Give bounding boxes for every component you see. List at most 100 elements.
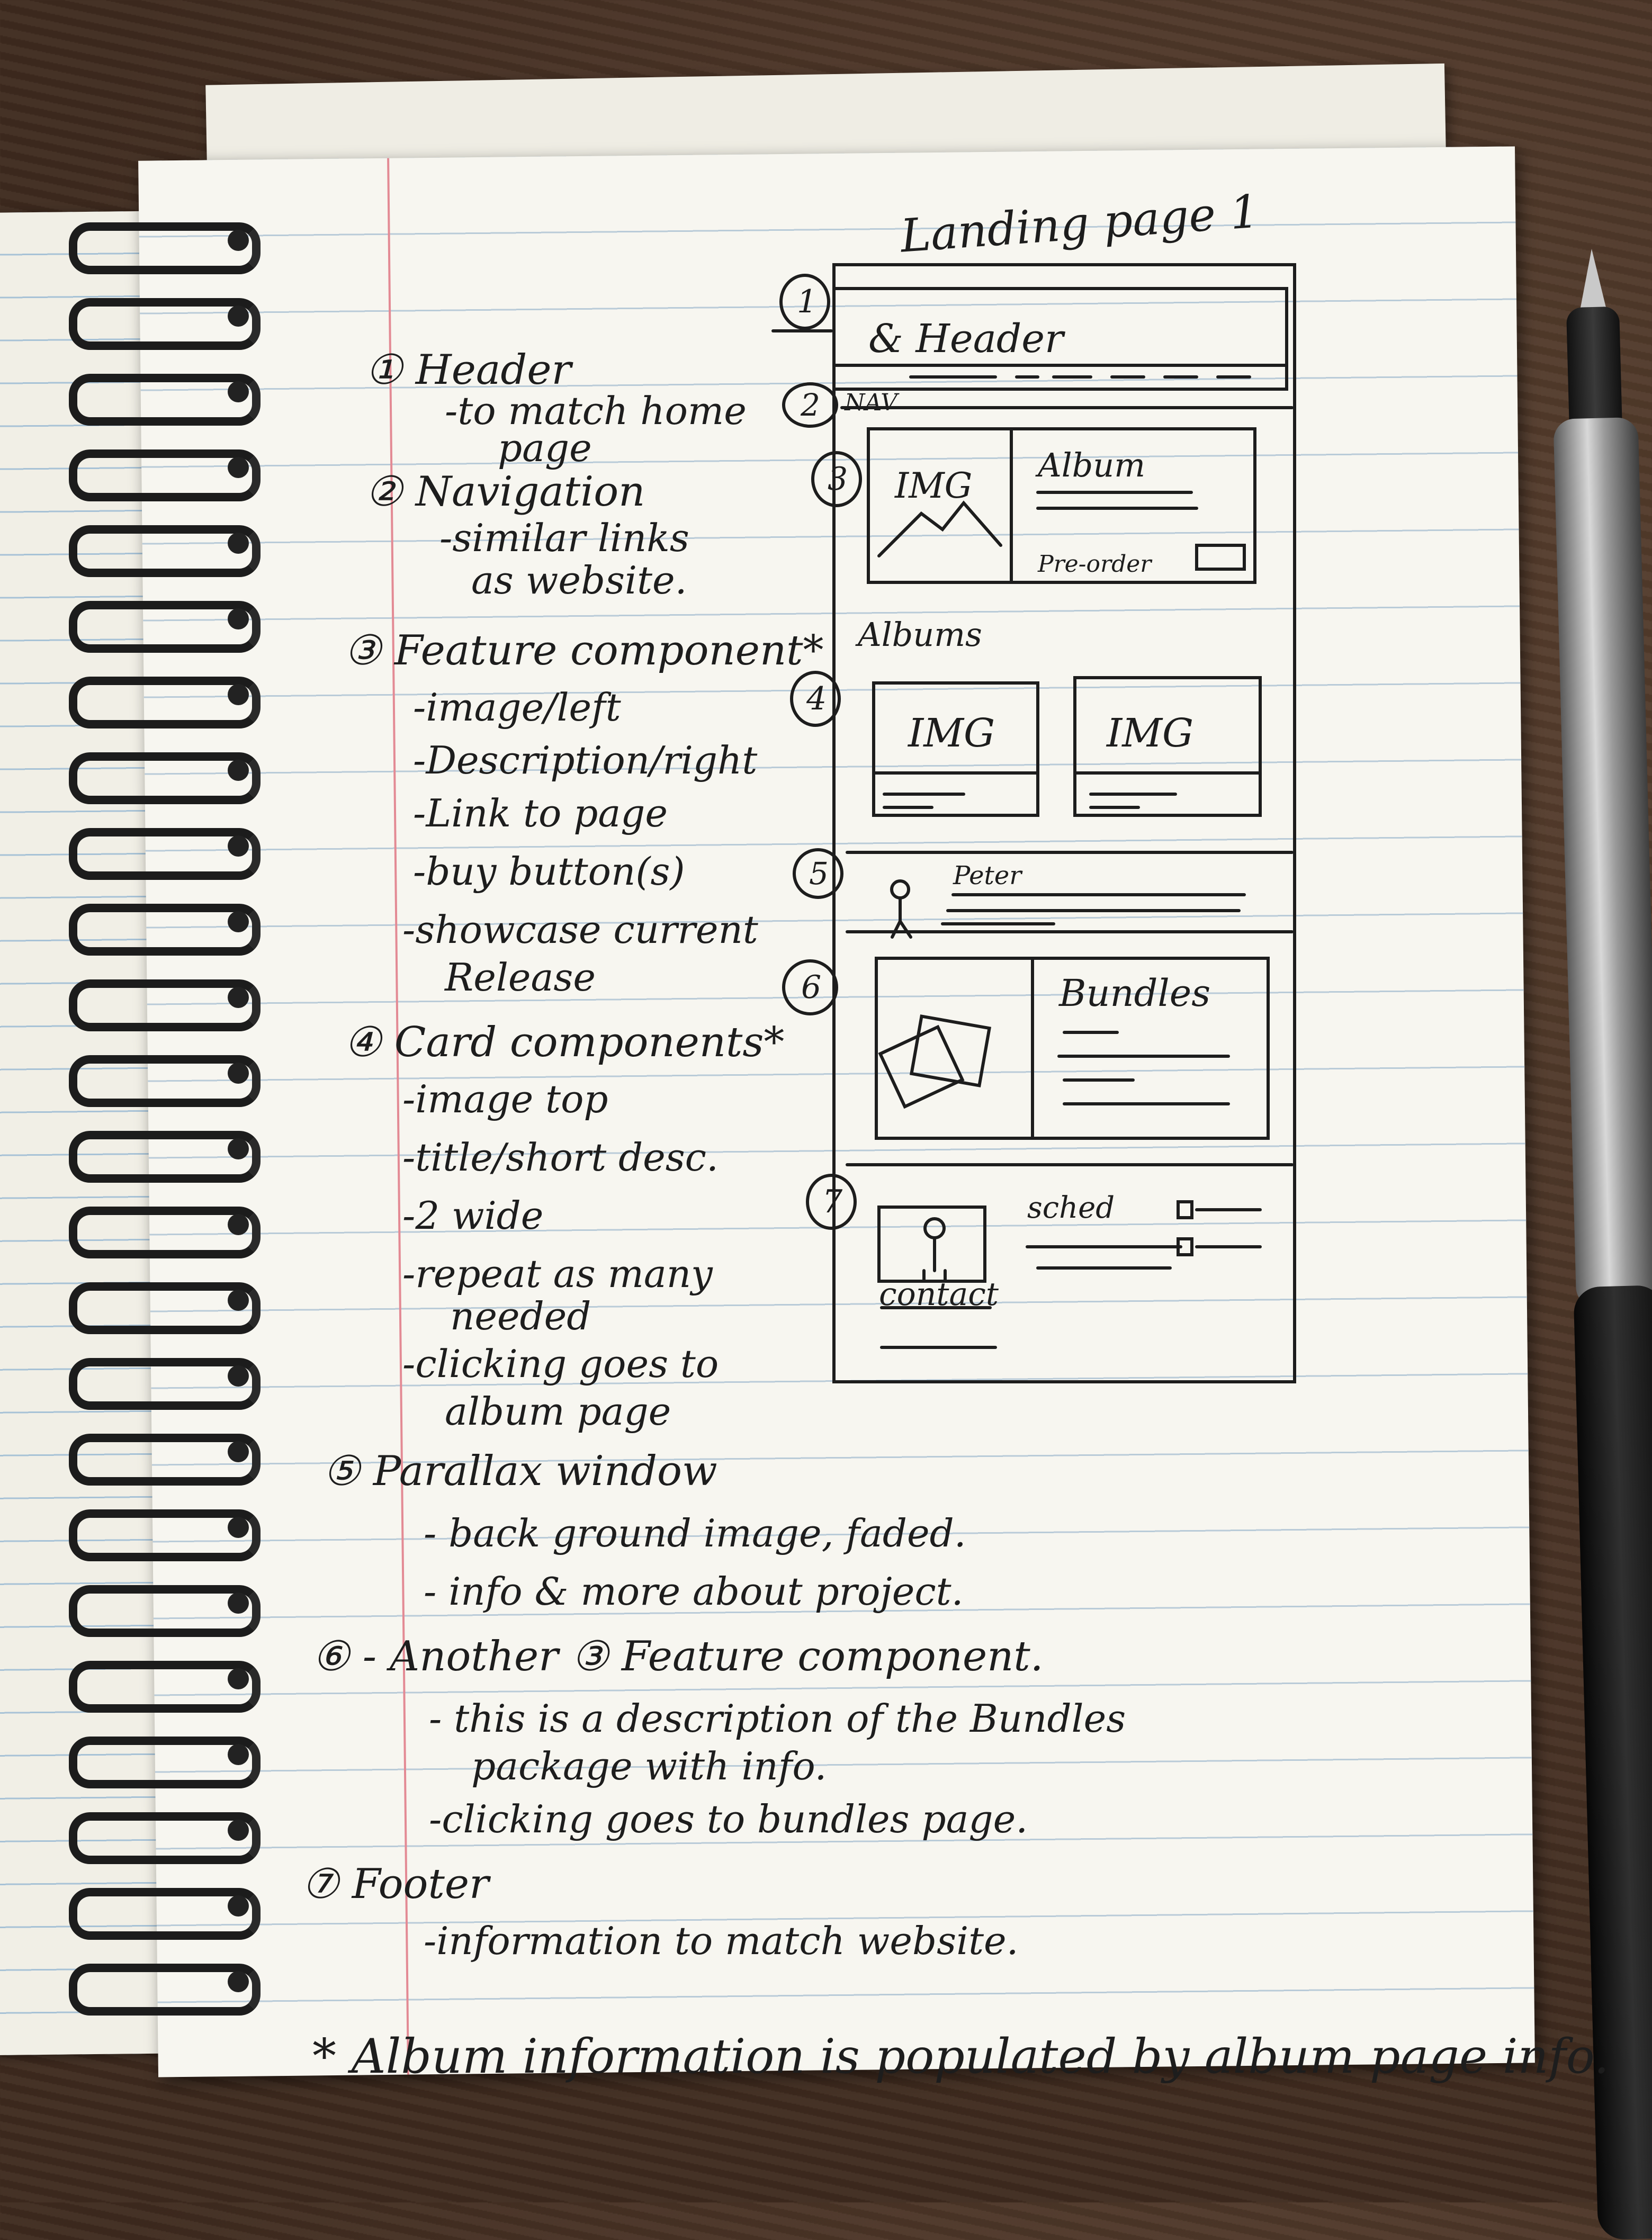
wf-marker-7: 7 (822, 1183, 843, 1220)
spiral-ring (69, 1282, 261, 1334)
preorder-button-box (1195, 544, 1246, 571)
punch-hole (228, 1668, 249, 1689)
punch-hole (228, 1517, 249, 1538)
note-line: -clicking goes to (402, 1342, 719, 1386)
spiral-ring (69, 525, 261, 577)
note-line: -showcase current (402, 907, 758, 952)
spiral-ring (69, 1434, 261, 1486)
note-line: -title/short desc. (402, 1135, 719, 1180)
note-line: -repeat as many (402, 1252, 713, 1296)
wf-marker-3: 3 (828, 461, 848, 498)
spiral-ring (69, 1509, 261, 1561)
note-line: -clicking goes to bundles page. (429, 1797, 1028, 1841)
punch-hole (228, 1365, 249, 1387)
punch-hole (228, 1063, 249, 1084)
note-line: album page (445, 1389, 671, 1434)
note-line: Release (445, 955, 596, 1000)
wf-parallax-label: Peter (953, 861, 1023, 890)
wf-preorder-label: Pre-order (1037, 551, 1153, 578)
wf-feature-title: Album (1035, 446, 1145, 484)
wf-marker-6: 6 (801, 969, 821, 1006)
card-2-box (1073, 676, 1262, 817)
note-line: ⑦ Footer (302, 1860, 489, 1908)
punch-hole (228, 1441, 249, 1462)
wf-feature-img: IMG (894, 465, 972, 506)
punch-hole (228, 1895, 249, 1917)
spiral-ring (69, 1888, 261, 1940)
spiral-ring (69, 1737, 261, 1788)
spiral-ring (69, 979, 261, 1031)
note-line: - info & more about project. (424, 1569, 964, 1614)
card-1-box (872, 681, 1039, 817)
spiral-ring (69, 374, 261, 426)
note-line: needed (450, 1294, 591, 1338)
note-line: ⑥ - Another ③ Feature component. (312, 1633, 1044, 1680)
spiral-ring (69, 1585, 261, 1637)
note-line: -image top (402, 1077, 608, 1121)
spiral-ring (69, 1964, 261, 2016)
wf-header-label: & Header (868, 316, 1066, 362)
punch-hole (228, 1820, 249, 1841)
spiral-ring (69, 904, 261, 956)
punch-hole (228, 608, 249, 629)
note-line: ① Header (365, 346, 571, 394)
spiral-ring (69, 828, 261, 880)
note-line: as website. (471, 558, 687, 602)
note-line: -buy button(s) (413, 849, 685, 894)
wf-marker-2: 2 (800, 387, 820, 423)
wf-marker-5: 5 (809, 856, 829, 892)
bundles-box (875, 957, 1270, 1140)
punch-hole (228, 1971, 249, 1992)
wf-footer-sched: sched (1027, 1191, 1115, 1225)
spiral-ring (69, 1055, 261, 1107)
wf-footer-contact: contact (879, 1276, 999, 1313)
punch-hole (228, 1744, 249, 1765)
wireframe-feature-box (867, 427, 1256, 584)
note-line: -Link to page (413, 791, 668, 835)
spiral-ring (69, 677, 261, 728)
punch-hole (228, 760, 249, 781)
note-line: package with info. (471, 1744, 827, 1788)
punch-hole (228, 1214, 249, 1235)
note-line: -information to match website. (424, 1919, 1019, 1963)
wireframe-header-box (832, 287, 1288, 391)
note-line: ④ Card components* (344, 1019, 785, 1066)
wf-card1-img: IMG (907, 710, 995, 756)
wf-marker-1: 1 (797, 283, 817, 320)
punch-hole (228, 911, 249, 932)
spiral-ring (69, 1358, 261, 1410)
punch-hole (228, 305, 249, 327)
spiral-ring (69, 222, 261, 274)
note-line: -similar links (439, 516, 689, 560)
wf-marker-4: 4 (806, 680, 827, 717)
punch-hole (228, 230, 249, 251)
spiral-ring (69, 1131, 261, 1183)
note-line: ③ Feature component* (344, 627, 824, 674)
note-line: -image/left (413, 685, 621, 730)
spiral-binding (69, 222, 291, 2033)
image-mountain-line (877, 500, 1002, 557)
punch-hole (228, 1290, 249, 1311)
spiral-ring (69, 449, 261, 501)
punch-hole (228, 1138, 249, 1159)
note-line: * Album information is populated by albu… (312, 2029, 1609, 2084)
note-line: page (498, 426, 592, 470)
punch-hole (228, 533, 249, 554)
note-line: -Description/right (413, 738, 758, 782)
punch-hole (228, 457, 249, 478)
spiral-ring (69, 298, 261, 350)
footer-contact-box (877, 1206, 986, 1283)
punch-hole (228, 381, 249, 402)
spiral-ring (69, 1661, 261, 1713)
note-line: - this is a description of the Bundles (429, 1696, 1126, 1741)
spiral-ring (69, 1812, 261, 1864)
spiral-ring (69, 1207, 261, 1258)
note-line: ⑤ Parallax window (323, 1447, 717, 1495)
wf-nav-label: NAV (844, 389, 900, 416)
punch-hole (228, 684, 249, 705)
punch-hole (228, 987, 249, 1008)
punch-hole (228, 835, 249, 857)
note-line: - back ground image, faded. (424, 1511, 966, 1555)
